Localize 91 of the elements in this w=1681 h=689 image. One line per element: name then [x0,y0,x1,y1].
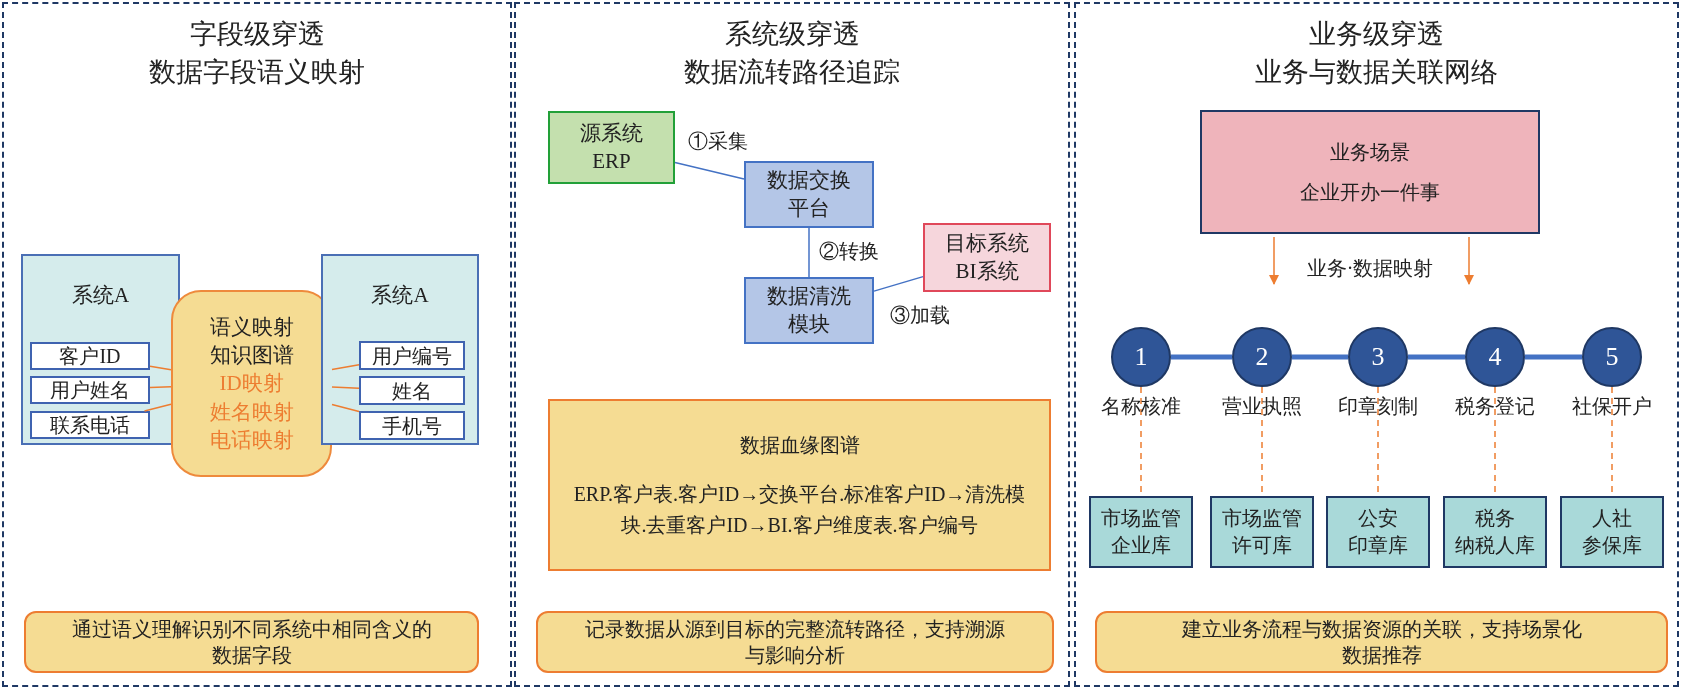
lineage-title: 数据血缘图谱 [739,432,860,458]
panel-frame [1074,2,1679,687]
field-name: 用户姓名 [50,378,130,403]
process-box [744,277,874,344]
step-label: 社保开户 [1572,394,1652,419]
panel-subtitle: 数据字段语义映射 [149,55,365,89]
step-label: 税务登记 [1455,394,1535,419]
field-name: 手机号 [382,413,442,439]
database-box [1089,496,1193,568]
panel-title: 系统级穿透 [724,18,860,51]
system-box [21,254,180,445]
note-text: 建立业务流程与数据资源的关联，支持场景化数据推荐 [1181,617,1582,668]
connector-line [1171,354,1232,360]
connector-line [1408,354,1465,360]
database-name: 印章库 [1348,533,1408,558]
step-label: 名称核准 [1101,394,1181,419]
system-name: 源系统ERP [579,120,644,175]
step-number: 3 [1371,342,1385,372]
panel-title: 字段级穿透 [189,18,325,51]
mapping-item: 电话映射 [209,427,294,454]
connector-line [331,363,360,371]
system-box [923,223,1051,292]
system-box [548,111,675,184]
database-name: 企业库 [1111,533,1171,558]
note-box [24,611,479,673]
database-name: 参保库 [1582,533,1642,558]
process-name: 数据清洗模块 [766,283,852,338]
panel-subtitle: 业务与数据关联网络 [1255,55,1498,89]
panel-frame [2,2,512,687]
note-box [536,611,1054,673]
database-name: 纳税人库 [1455,533,1535,558]
connector-line [149,365,172,371]
connector-line [674,161,745,180]
mapping-item: ID映射 [219,370,284,398]
system-name: 系统A [371,282,429,309]
mapping-label: 业务·数据映射 [1306,255,1434,281]
database-name: 人社 [1592,506,1632,531]
database-name: 许可库 [1232,533,1292,558]
connector-line [331,386,360,389]
field-box [359,411,465,440]
scenario-box [1200,110,1540,234]
panel-subtitle: 数据流转路径追踪 [684,55,900,89]
connector-line [1292,354,1348,360]
connector-line [808,227,810,278]
field-name: 用户编号 [372,343,452,369]
connector-line [143,403,172,412]
field-name: 客户ID [59,344,121,369]
step-number: 5 [1605,342,1619,372]
database-name: 市场监管 [1222,506,1302,531]
field-box [359,376,465,405]
system-name: 目标系统BI系统 [944,230,1030,285]
note-text: 通过语义理解识别不同系统中相同含义的数据字段 [70,617,433,668]
system-name: 系统A [71,282,130,309]
field-name: 联系电话 [50,413,130,438]
step-number: 4 [1488,342,1502,372]
field-box [30,376,150,404]
database-name: 税务 [1475,506,1515,531]
field-box [30,411,150,439]
step-number: 1 [1134,342,1148,372]
step-number: 2 [1255,342,1269,372]
database-box [1560,496,1664,568]
panel-title: 业务级穿透 [1309,18,1444,51]
database-name: 市场监管 [1101,506,1181,531]
field-box [359,341,465,370]
connector-line [149,385,172,389]
scenario-title: 业务场景 [1330,140,1410,165]
mapping-title: 语义映射知识图谱 [208,313,295,369]
connector-line [873,275,924,292]
lineage-box [548,399,1051,571]
arrow [1268,236,1280,286]
panel-frame [514,2,1070,687]
field-box [30,342,150,370]
connector-line [331,403,360,413]
scenario-text: 企业开办一件事 [1300,180,1440,205]
step-label: 营业执照 [1222,394,1302,419]
lineage-path: ERP.客户表.客户ID→交换平台.标准客户ID→清洗模块.去重客户ID→BI.客户维度表.客户编号 [572,481,1027,538]
step-label: 印章刻制 [1338,394,1418,419]
database-box [1210,496,1314,568]
process-box [744,161,874,228]
system-box [321,254,479,445]
field-name: 姓名 [392,378,432,404]
database-box [1443,496,1547,568]
note-text: 记录数据从源到目标的完整流转路径，支持溯源与影响分析 [584,617,1006,668]
arrow [1463,236,1475,286]
mapping-box [171,290,332,477]
process-name: 数据交换平台 [766,167,852,222]
database-name: 公安 [1358,506,1398,531]
database-box [1326,496,1430,568]
note-box [1095,611,1668,673]
connector-line [1525,354,1582,360]
mapping-item: 姓名映射 [209,398,294,426]
